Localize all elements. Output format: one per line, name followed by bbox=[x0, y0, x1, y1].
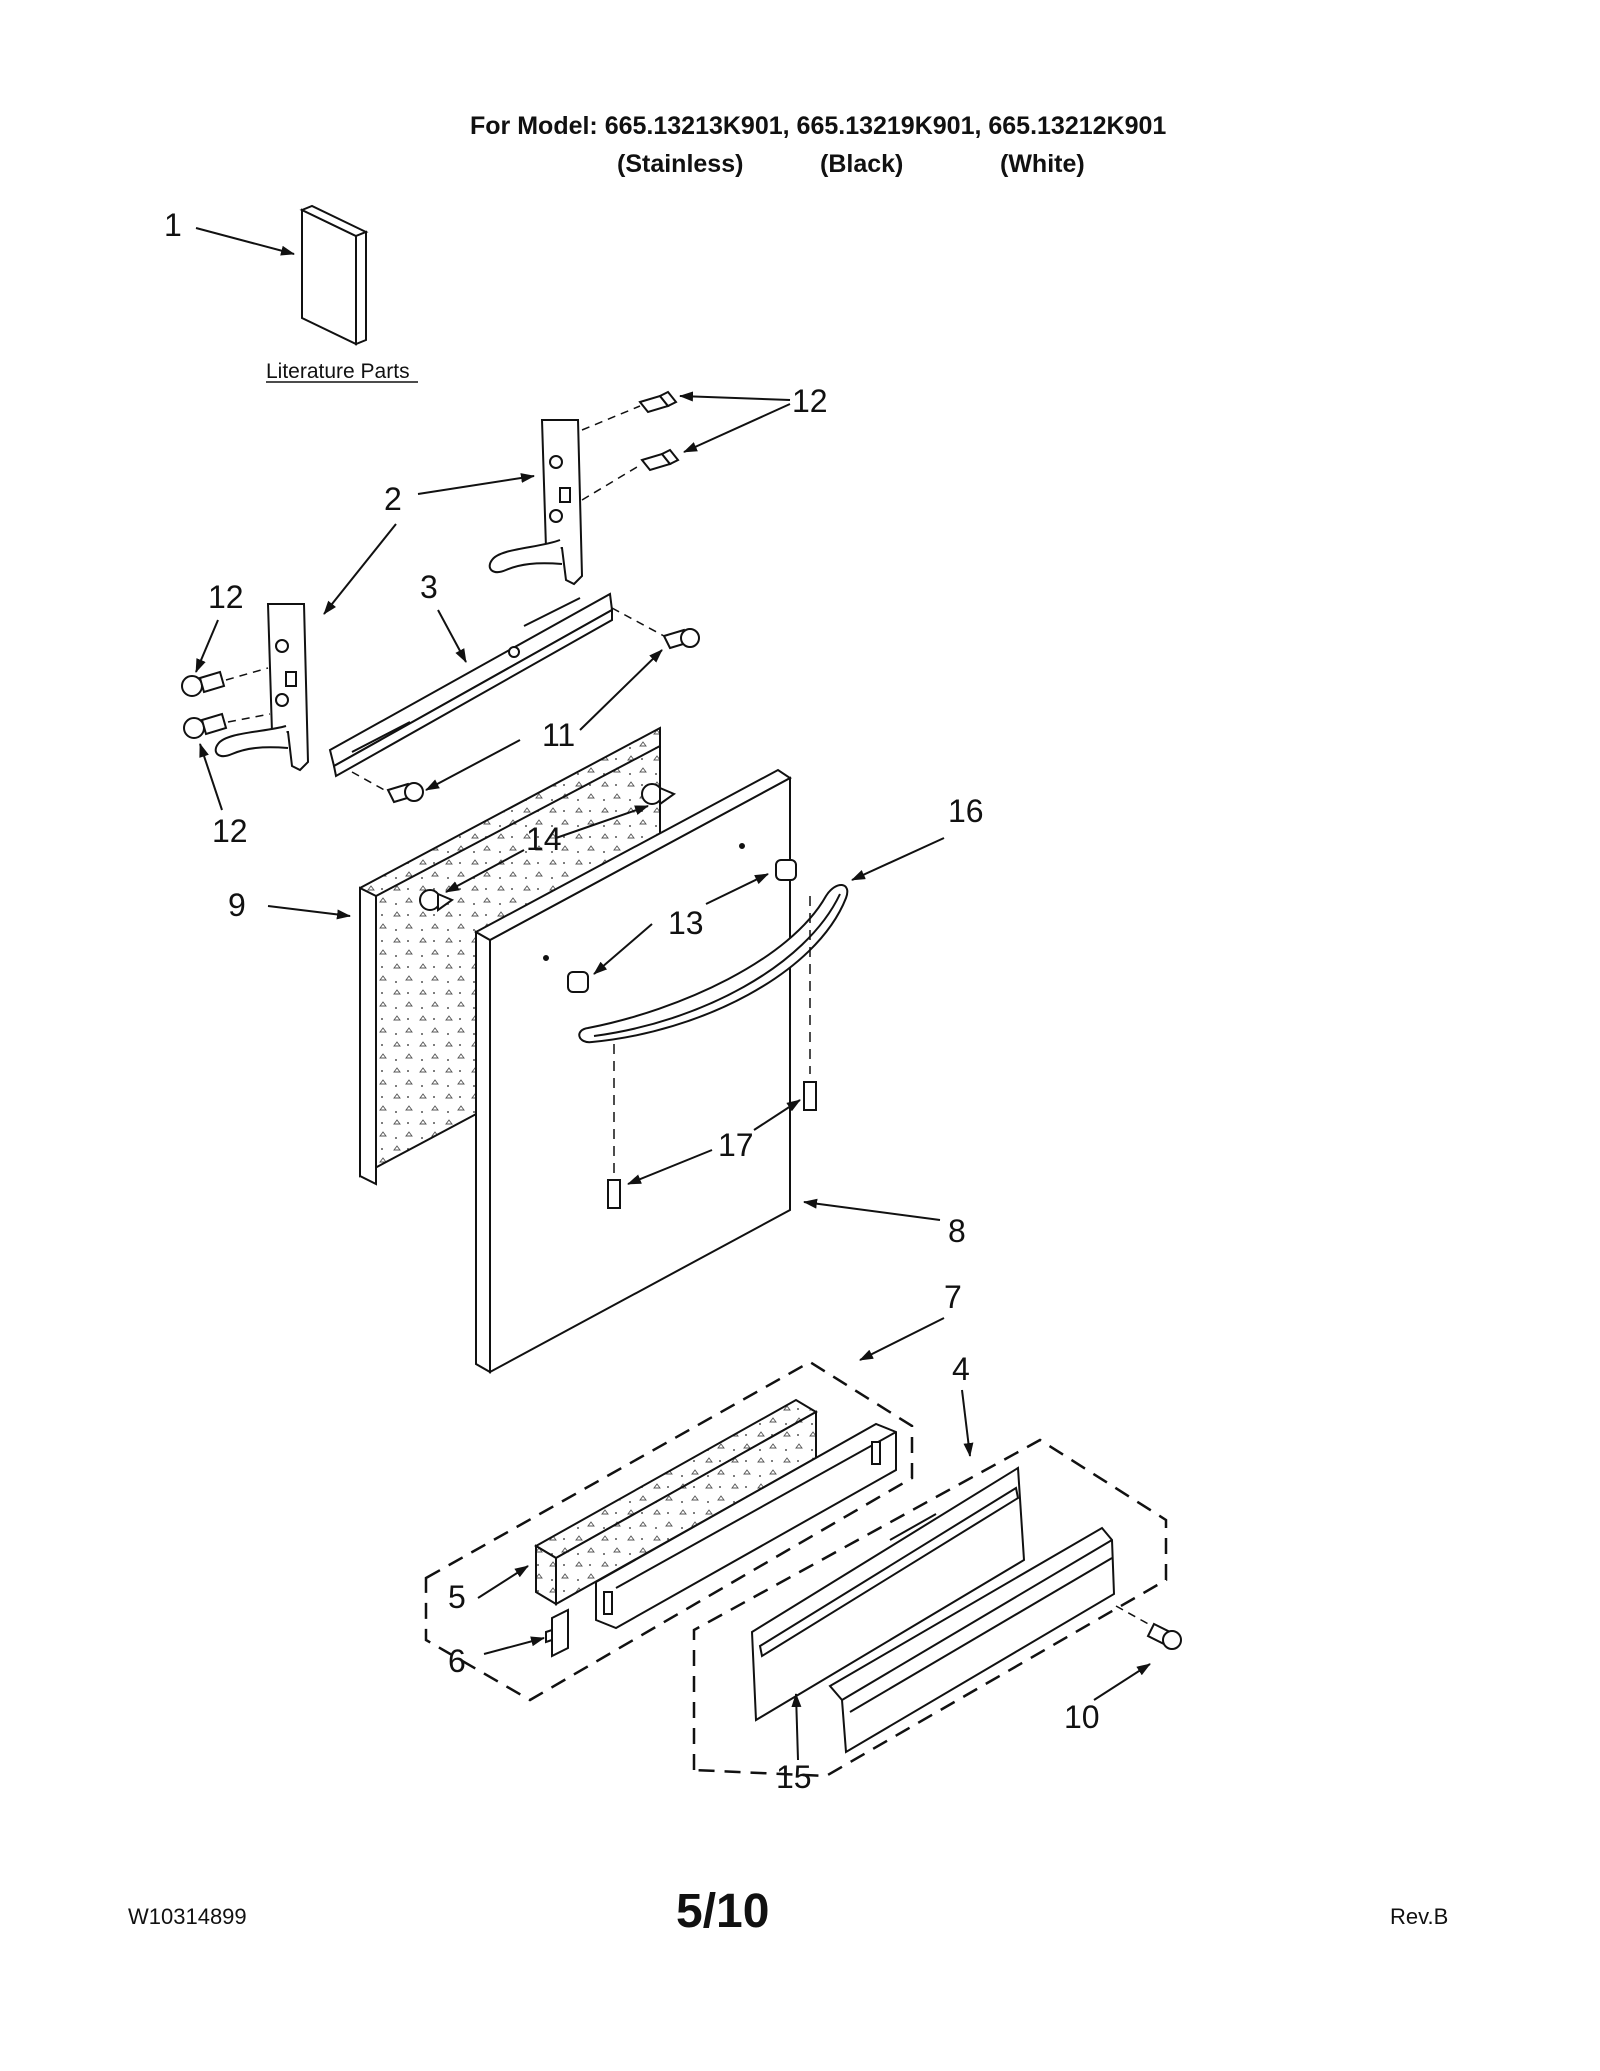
callout-7: 7 bbox=[944, 1279, 962, 1315]
leader-3 bbox=[437, 609, 467, 663]
model-line: For Model: 665.13213K901, 665.13219K901,… bbox=[470, 112, 1167, 140]
kit-7-outline bbox=[424, 1360, 914, 1702]
page-number: 5/10 bbox=[676, 1885, 770, 1938]
leader-17-b bbox=[627, 1149, 713, 1185]
door-brace bbox=[328, 592, 614, 778]
lower-channel bbox=[595, 1422, 897, 1630]
callout-14: 14 bbox=[526, 821, 562, 857]
callout-2: 2 bbox=[384, 481, 402, 517]
variant-black: (Black) bbox=[820, 150, 904, 178]
leader-5 bbox=[477, 1565, 529, 1599]
callout-11: 11 bbox=[542, 717, 575, 753]
screw-11-right bbox=[662, 628, 700, 650]
screw-14-lower bbox=[419, 889, 455, 912]
screw-12-left-b bbox=[183, 712, 228, 739]
stud-13-right bbox=[775, 859, 797, 881]
foam-strip bbox=[534, 1398, 818, 1606]
toe-bracket bbox=[828, 1526, 1116, 1754]
hinge-bracket-left bbox=[214, 603, 310, 772]
panel-clip bbox=[545, 1608, 569, 1658]
leader-9 bbox=[267, 905, 351, 920]
leader-13-b bbox=[593, 923, 653, 975]
leader-12-top-b bbox=[683, 403, 791, 453]
literature-parts-label: Literature Parts bbox=[266, 360, 410, 383]
callout-12-top: 12 bbox=[792, 383, 828, 419]
leader-7 bbox=[859, 1317, 945, 1361]
set-screw-17-left bbox=[607, 1179, 621, 1209]
callout-15: 15 bbox=[776, 1759, 812, 1795]
variant-stainless: (Stainless) bbox=[617, 150, 744, 178]
leader-14-a bbox=[555, 805, 649, 839]
leader-12-left-a bbox=[195, 619, 219, 673]
leader-8 bbox=[803, 1198, 941, 1221]
screw-12-top-a bbox=[638, 390, 678, 414]
leader-14-b bbox=[445, 849, 525, 893]
leader-10 bbox=[1093, 1663, 1151, 1701]
leader-2-a bbox=[417, 473, 535, 495]
leader-6 bbox=[483, 1636, 545, 1655]
callout-9: 9 bbox=[228, 887, 246, 923]
leader-11-b bbox=[425, 739, 521, 791]
callout-12-left-bottom: 12 bbox=[212, 813, 248, 849]
callout-6: 6 bbox=[448, 1643, 466, 1679]
kick-panel bbox=[750, 1466, 1026, 1722]
leader-12-top-a bbox=[679, 391, 791, 402]
callout-17: 17 bbox=[718, 1127, 754, 1163]
set-screw-17-right bbox=[803, 1081, 817, 1111]
leader-4 bbox=[961, 1389, 974, 1457]
screw-10 bbox=[1146, 1622, 1182, 1650]
screw-11-left bbox=[386, 782, 424, 804]
outer-door-panel bbox=[473, 768, 792, 1374]
callout-10: 10 bbox=[1064, 1699, 1100, 1735]
stud-13-left bbox=[567, 971, 589, 993]
literature-booklet bbox=[299, 204, 369, 346]
document-number: W10314899 bbox=[128, 1904, 247, 1929]
callout-5: 5 bbox=[448, 1579, 466, 1615]
leader-1 bbox=[195, 227, 295, 256]
callout-13: 13 bbox=[668, 905, 704, 941]
leader-11-a bbox=[579, 649, 663, 731]
callout-16: 16 bbox=[948, 793, 984, 829]
screw-12-top-b bbox=[640, 448, 680, 472]
kit-4-outline bbox=[692, 1438, 1168, 1778]
leader-16 bbox=[851, 837, 945, 881]
leader-2-b bbox=[323, 523, 397, 615]
callout-1: 1 bbox=[164, 207, 182, 243]
variant-white: (White) bbox=[1000, 150, 1085, 178]
callout-4: 4 bbox=[952, 1351, 970, 1387]
screw-12-left-a bbox=[181, 670, 226, 697]
leader-13-a bbox=[705, 873, 769, 905]
callout-12-left-top: 12 bbox=[208, 579, 244, 615]
revision-label: Rev.B bbox=[1390, 1904, 1449, 1929]
leader-17-a bbox=[753, 1099, 801, 1131]
door-handle bbox=[578, 884, 849, 1044]
screw-14-upper bbox=[641, 783, 677, 806]
hinge-bracket-right bbox=[488, 419, 584, 586]
callout-8: 8 bbox=[948, 1213, 966, 1249]
leader-12-left-b bbox=[199, 743, 223, 811]
callout-3: 3 bbox=[420, 569, 438, 605]
leader-15 bbox=[791, 1693, 802, 1761]
